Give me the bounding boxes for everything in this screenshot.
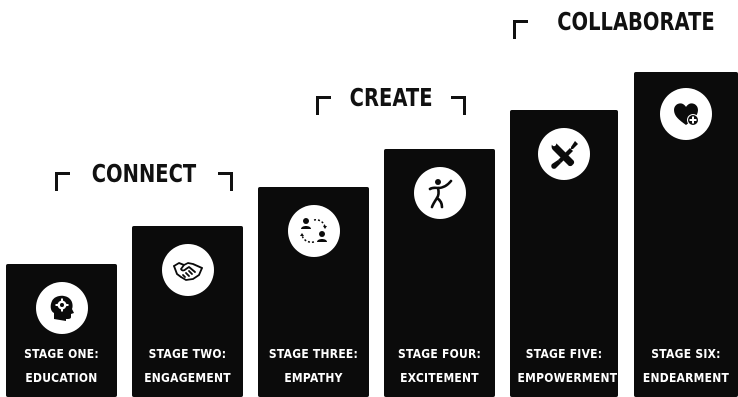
stage-bar-6: STAGE SIX: ENDEARMENT — [634, 72, 738, 397]
stage-label: STAGE TWO: ENGAGEMENT — [140, 344, 235, 388]
stage-name: EMPOWERMENT — [517, 370, 618, 385]
heart-plus-icon — [660, 88, 712, 140]
group-title: COLLABORATE — [557, 7, 715, 36]
stage-name: ENDEARMENT — [642, 370, 730, 385]
stage-name: EDUCATION — [25, 370, 98, 385]
stage-name: EXCITEMENT — [400, 370, 479, 385]
wrench-screwdriver-icon — [538, 128, 590, 180]
stage-bar-1: STAGE ONE: EDUCATION — [6, 264, 117, 397]
bracket-right — [217, 172, 233, 191]
group-title: CREATE — [349, 83, 433, 112]
stage-label: STAGE THREE: EMPATHY — [266, 344, 361, 388]
stage-bar-3: STAGE THREE: EMPATHY — [258, 187, 369, 397]
stage-bar-4: STAGE FOUR: EXCITEMENT — [384, 149, 495, 397]
group-create: CREATE — [316, 83, 467, 115]
stage-number: STAGE SIX: — [651, 346, 721, 361]
bracket-right — [451, 96, 467, 115]
group-connect: CONNECT — [55, 160, 233, 191]
stage-label: STAGE SIX: ENDEARMENT — [641, 344, 730, 388]
bracket-left — [513, 20, 528, 39]
dancing-figure-icon — [413, 167, 466, 219]
bracket-left — [55, 172, 70, 191]
stage-bar-5: STAGE FIVE: EMPOWERMENT — [510, 110, 618, 397]
stage-number: STAGE FOUR: — [397, 346, 482, 361]
stage-label: STAGE FIVE: EMPOWERMENT — [517, 344, 618, 388]
stage-name: ENGAGEMENT — [144, 370, 231, 385]
stage-label: STAGE ONE: EDUCATION — [14, 344, 109, 388]
people-exchange-icon — [287, 205, 340, 257]
stage-bar-2: STAGE TWO: ENGAGEMENT — [132, 226, 243, 397]
group-title: CONNECT — [91, 159, 197, 188]
stage-number: STAGE THREE: — [268, 346, 359, 361]
stage-number: STAGE ONE: — [24, 346, 99, 361]
stage-label: STAGE FOUR: EXCITEMENT — [392, 344, 487, 388]
stage-name: EMPATHY — [284, 370, 343, 385]
handshake-icon — [161, 244, 214, 296]
stage-number: STAGE TWO: — [148, 346, 227, 361]
group-collaborate: COLLABORATE — [513, 8, 738, 39]
head-gear-icon — [35, 282, 88, 334]
bracket-left — [316, 96, 331, 115]
stage-number: STAGE FIVE: — [525, 346, 603, 361]
